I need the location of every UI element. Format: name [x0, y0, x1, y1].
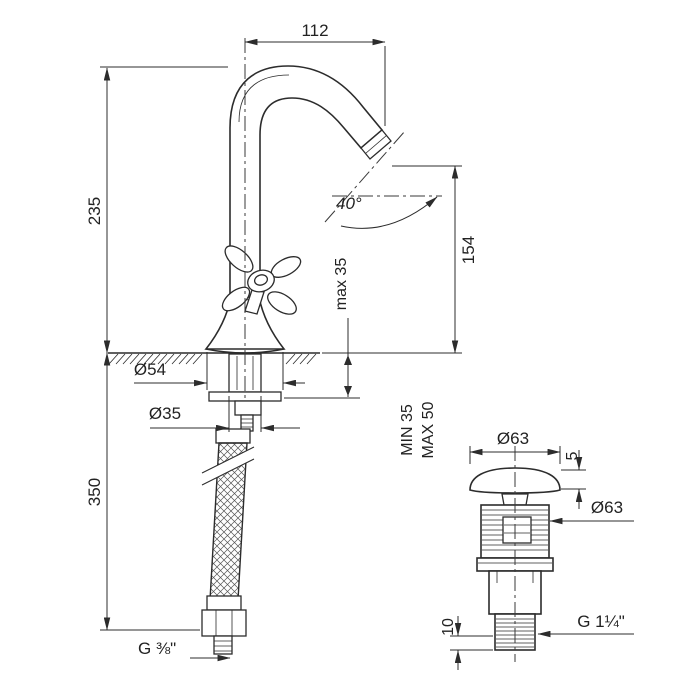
dim-base-diameter-label: Ø54	[134, 360, 166, 379]
dim-outlet-thread-label: G 1¼"	[577, 612, 625, 631]
dim-hose-length-label: 350	[85, 478, 104, 506]
hose-break-symbol	[201, 446, 255, 486]
dim-outlet-stub-label: 10	[440, 618, 457, 636]
dim-base-diameter: Ø54	[134, 352, 305, 390]
dim-max-deck: max 35	[284, 258, 360, 399]
aerator-band-line	[365, 135, 387, 154]
spout-inner-contour	[238, 74, 290, 123]
handle-lobe-sw-icon	[221, 286, 251, 312]
faucet-view: 112 235 350 154 40° max 3	[85, 21, 478, 662]
dim-outlet-stub: 10	[440, 616, 493, 670]
dim-cap-edge: 5	[561, 450, 586, 509]
dim-cap-diameter: Ø63	[469, 429, 561, 464]
dim-body-height: 235	[85, 66, 228, 354]
hose-nipple	[213, 635, 233, 655]
dim-spout-reach: 112	[244, 21, 386, 126]
handle-cap	[253, 274, 269, 286]
hose-nut	[201, 609, 247, 637]
spout-angle-arc	[340, 196, 438, 229]
mounting-nut	[234, 400, 262, 416]
hose-break-mask	[202, 447, 254, 485]
spout-angle-refline	[324, 130, 406, 223]
dim-drain-body-diameter-label: Ø63	[591, 498, 623, 517]
spout-outline	[229, 65, 384, 301]
hose-collar	[215, 428, 251, 444]
dim-drain-body-diameter: Ø63	[549, 498, 634, 525]
handle-lobe-se-icon	[267, 291, 297, 315]
dim-spout-angle-label: 40°	[336, 194, 362, 213]
dim-cap-diameter-label: Ø63	[497, 429, 529, 448]
drain-view: MIN 35 MAX 50 Ø63 5 Ø63 10	[399, 401, 634, 670]
dim-outlet-thread: G 1¼"	[537, 612, 634, 638]
dim-inlet-thread: G ⅜"	[138, 639, 231, 662]
dim-outlet-height: 154	[322, 165, 478, 354]
dim-inlet-thread-label: G ⅜"	[138, 639, 176, 658]
dim-hose-length: 350	[85, 352, 200, 631]
dim-shank-diameter: Ø35	[149, 396, 300, 432]
dim-body-height-label: 235	[85, 197, 104, 225]
dim-spout-reach-label: 112	[301, 21, 328, 40]
hatch-left	[108, 353, 203, 365]
cross-handle	[221, 245, 302, 315]
dim-cap-edge-label: 5	[564, 451, 581, 460]
drain-locknut	[502, 516, 532, 544]
hose-sleeve	[206, 595, 242, 611]
dim-shank-diameter-label: Ø35	[149, 404, 181, 423]
threaded-shank	[208, 353, 282, 432]
dim-max-deck-label: max 35	[333, 258, 350, 311]
dim-outlet-height-label: 154	[459, 236, 478, 264]
flex-hose	[201, 428, 255, 655]
dim-min-deck-label: MIN 35	[399, 404, 416, 456]
hatch-right	[285, 353, 317, 365]
dim-max-deck-range-label: MAX 50	[420, 401, 437, 458]
